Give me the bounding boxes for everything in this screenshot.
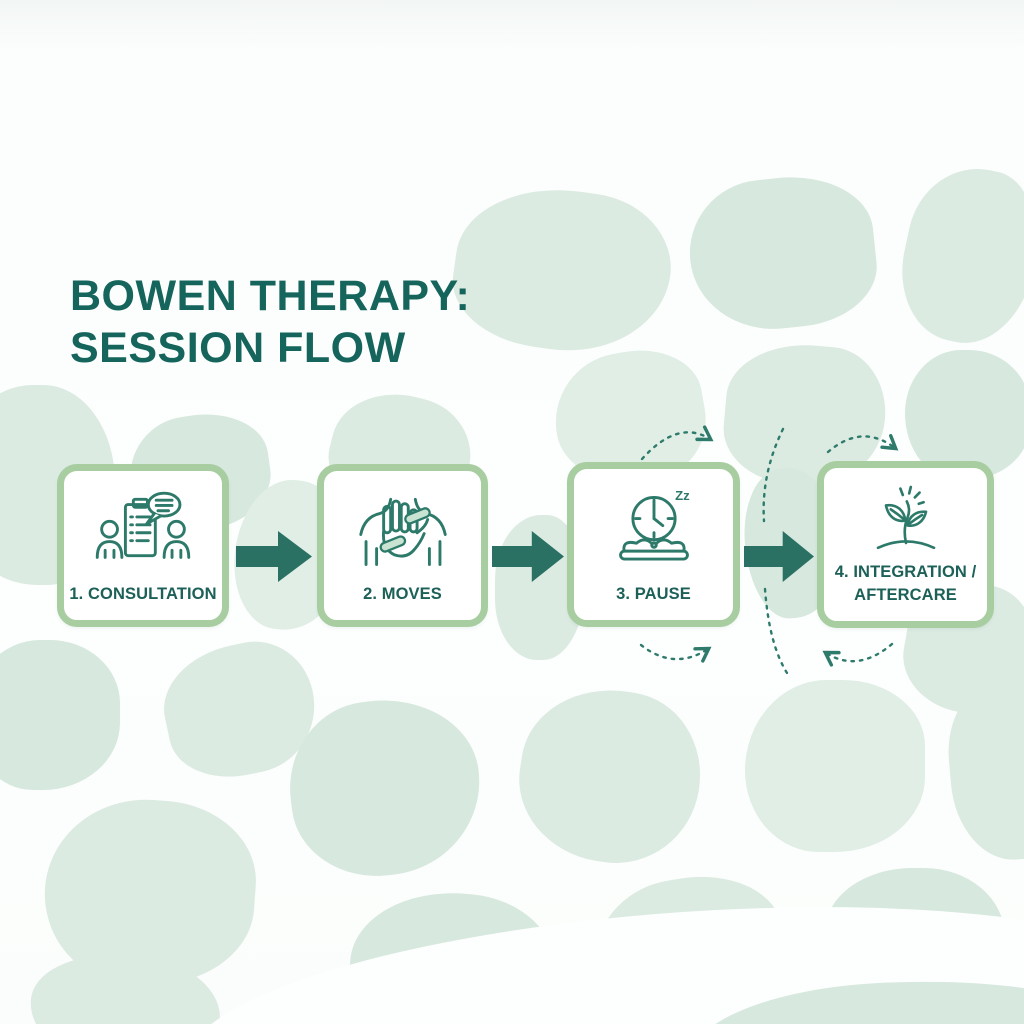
- icon-wrap: Zz: [576, 477, 731, 583]
- title-line-1: BOWEN THERAPY:: [70, 272, 471, 320]
- dashed-arc-below-integration: [822, 642, 894, 667]
- icon-wrap: [326, 479, 479, 583]
- blob: [905, 350, 1024, 480]
- blob: [682, 168, 883, 338]
- massage-hand-icon: [358, 497, 447, 566]
- flow-arrow-3: [744, 531, 814, 582]
- title-line-2: SESSION FLOW: [70, 324, 406, 373]
- step-card-consultation: 1. CONSULTATION: [57, 464, 229, 627]
- zz-glyph: Zz: [675, 488, 690, 503]
- blob: [0, 640, 120, 790]
- icon-wrap: [66, 479, 220, 583]
- icon-wrap: [826, 476, 985, 561]
- sprout-growth-icon: [876, 485, 935, 549]
- blob: [507, 676, 713, 876]
- step-card-pause: Zz 3. PAUSE: [567, 462, 740, 627]
- consultation-icon: [95, 491, 191, 559]
- flow-arrow-2: [492, 531, 564, 582]
- blob: [888, 156, 1024, 355]
- blob: [745, 680, 925, 852]
- step-card-moves: 2. MOVES: [317, 464, 488, 627]
- step-label: 1. CONSULTATION: [69, 584, 217, 603]
- resting-clock-icon: Zz: [618, 488, 690, 561]
- page-title: BOWEN THERAPY: SESSION FLOW: [70, 270, 470, 375]
- dashed-arc-below-pause: [639, 643, 712, 663]
- step-card-integration: 4. INTEGRATION / AFTERCARE: [817, 461, 994, 628]
- step-label: 3. PAUSE: [616, 584, 691, 603]
- blob: [444, 175, 681, 365]
- step-label: 4. INTEGRATION / AFTERCARE: [834, 563, 977, 604]
- step-label: 2. MOVES: [363, 584, 442, 603]
- flow-arrow-1: [236, 531, 312, 582]
